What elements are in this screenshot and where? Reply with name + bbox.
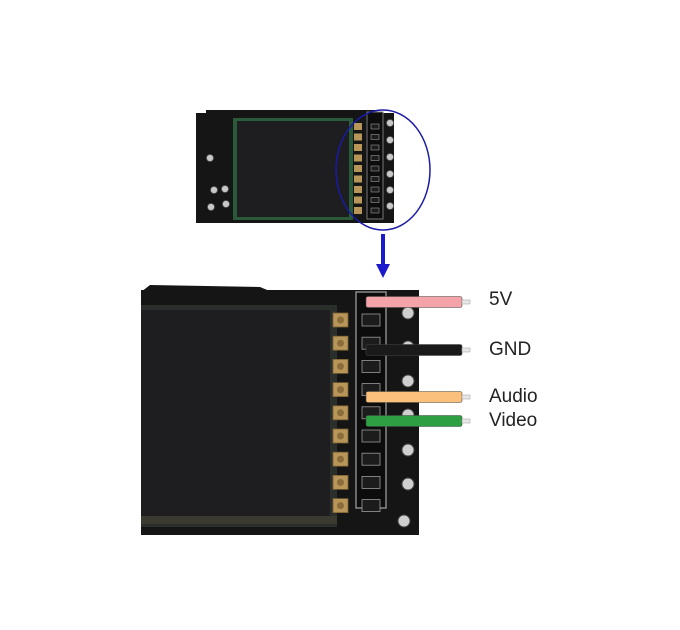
zoomed-pad-via (337, 432, 344, 440)
overview-pads (354, 123, 362, 214)
wire-audio-tip (461, 394, 471, 400)
zoom-arrow (376, 234, 390, 278)
wire-gnd (365, 344, 463, 356)
overview-mount-hole (386, 153, 394, 161)
overview-mount-hole (386, 170, 394, 178)
overview-mount-hole (222, 200, 230, 208)
zoomed-header-pin (361, 359, 381, 373)
overview-header-pin (370, 207, 380, 214)
overview-pad (354, 165, 362, 172)
zoomed-pad-via (337, 409, 344, 417)
overview-header-pin (370, 144, 380, 151)
zoomed-pad-via (337, 339, 344, 347)
wire-video (365, 415, 463, 427)
overview-header-pin (370, 186, 380, 193)
zoomed-mount-hole (401, 477, 415, 491)
overview-header-pin (370, 134, 380, 140)
wire-audio (365, 391, 463, 403)
overview-mount-hole (207, 203, 215, 211)
wire-label-audio: Audio (489, 386, 538, 407)
wire-5v (365, 296, 463, 308)
overview-header-pin (370, 123, 380, 130)
zoomed-header-pin (361, 429, 381, 443)
overview-board-tab (206, 110, 376, 116)
overview-mount-hole (386, 119, 394, 127)
wire-label-video: Video (489, 410, 538, 431)
wire-video-tip (461, 418, 471, 424)
zoomed-mount-hole (401, 443, 415, 457)
overview-mount-hole (386, 136, 394, 144)
overview-header-pin (370, 176, 380, 182)
overview-mount-hole (210, 186, 218, 194)
overview-mount-hole (206, 154, 214, 162)
overview-pad (354, 207, 362, 214)
overview-module (196, 109, 431, 231)
zoomed-module (141, 285, 419, 535)
zoomed-screen-bezel-edge (141, 516, 337, 524)
zoomed-pad-via (337, 386, 344, 394)
wire-gnd-tip (461, 347, 471, 353)
wire-label-gnd: GND (489, 339, 532, 360)
wires (365, 296, 471, 427)
overview-mount-hole (386, 202, 394, 210)
wire-label-5v: 5V (489, 289, 513, 310)
overview-pad (354, 144, 362, 151)
overview-header-pin (370, 155, 380, 161)
zoomed-header-pin (361, 452, 381, 466)
zoomed-pad-via (337, 455, 344, 463)
overview-pad (354, 123, 362, 130)
zoomed-header-pins (361, 313, 381, 513)
overview-header-pin (370, 165, 380, 172)
overview-pad (354, 196, 362, 204)
overview-mount-hole (221, 185, 229, 193)
overview-mount-hole (386, 186, 394, 194)
wire-5v-tip (461, 299, 471, 305)
zoomed-pad-via (337, 362, 344, 370)
zoomed-screen (141, 310, 330, 523)
zoomed-mount-hole (401, 306, 415, 320)
zoomed-pad-via (337, 478, 344, 486)
zoomed-board-top-edge (141, 285, 272, 292)
overview-pad (354, 175, 362, 183)
overview-header-pin (370, 197, 380, 203)
zoomed-pad-via (337, 502, 344, 510)
zoomed-header-pin (361, 499, 381, 513)
zoomed-pad-via (337, 316, 344, 324)
overview-header-pins (370, 123, 380, 214)
overview-pad (354, 186, 362, 193)
highlight-ellipse (335, 109, 431, 231)
overview-screen (237, 121, 349, 217)
overview-mount-holes (206, 119, 394, 211)
overview-pad (354, 133, 362, 141)
zoomed-header-pin (361, 313, 381, 327)
zoom-arrow-head (376, 264, 390, 278)
zoomed-mount-hole (397, 514, 411, 528)
overview-pad (354, 154, 362, 162)
zoomed-header-pin (361, 475, 381, 489)
zoomed-mount-hole (401, 374, 415, 388)
zoomed-pads (332, 312, 349, 514)
